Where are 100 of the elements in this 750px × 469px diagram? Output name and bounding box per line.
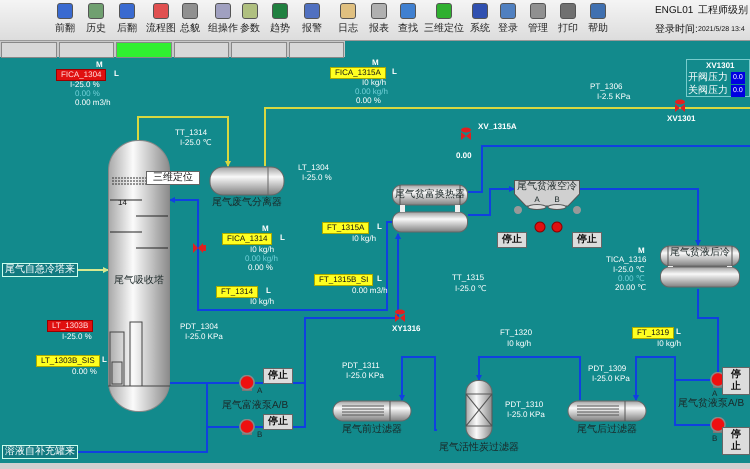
stop-button: 停止 xyxy=(497,232,527,248)
value-text: L xyxy=(377,222,382,232)
value-text: L xyxy=(280,233,285,243)
value-text: I-25.0 ℃ xyxy=(180,138,212,148)
value-text: I0 kg/h xyxy=(657,339,682,349)
equipment-label: 尾气吸收塔 xyxy=(113,275,165,287)
stop-button: 停止 xyxy=(722,367,750,395)
value-text: PDT_1311 xyxy=(342,361,380,371)
tag-label: FICA_1314 xyxy=(222,233,272,245)
alarm-tag-label: LT_1303B xyxy=(47,320,94,332)
value-text: 0.00 kg/h xyxy=(245,254,278,264)
air-cooler xyxy=(514,180,580,210)
equipment-label: 尾气贫液泵A/B xyxy=(678,398,744,410)
header-text: ENGL01 xyxy=(655,5,694,17)
stop-button: 停止 xyxy=(263,368,293,384)
value-text: M xyxy=(96,60,103,70)
pipe-line xyxy=(697,289,719,372)
value-text: 14 xyxy=(118,198,127,208)
value-text: I-2.5 KPa xyxy=(597,92,630,102)
pump-letter: B xyxy=(712,434,718,443)
tag-label: FT_1315B_SI xyxy=(314,274,374,286)
value-text: 0.00 m3/h xyxy=(352,286,388,296)
value-text: XV_1315A xyxy=(478,122,517,132)
value-text: M xyxy=(372,58,379,68)
value-text: 0.00 % xyxy=(248,263,273,273)
value-text: XY1316 xyxy=(392,324,420,334)
equipment-label: 尾气贫液后冷 xyxy=(669,247,731,259)
pipe-line xyxy=(169,197,392,311)
value-text: I-25.0 KPa xyxy=(592,374,630,384)
toolbar-button: 系统 xyxy=(470,3,490,37)
value-text: TT_1314 xyxy=(175,128,208,138)
toolbar-button: 参数 xyxy=(240,3,260,37)
toolbar-button: 报表 xyxy=(369,3,389,37)
equipment-label: 尾气富液泵A/B xyxy=(222,400,288,412)
value-text: PDT_1310 xyxy=(505,400,544,410)
equipment-label: B xyxy=(553,194,561,206)
panel-label: 关阀压力 xyxy=(688,85,728,97)
pipe-line xyxy=(399,356,437,431)
alarm-tag-label: FICA_1304 xyxy=(56,69,106,81)
pipe-line xyxy=(468,145,750,193)
stop-button: 停止 xyxy=(263,414,293,430)
value-text: PDT_1309 xyxy=(588,364,626,374)
value-text: 0.00 ℃ xyxy=(618,274,645,284)
toolbar-button: 组操作 xyxy=(208,3,238,37)
value-text: 20.00 ℃ xyxy=(615,283,646,293)
pump xyxy=(239,375,255,391)
toolbar-button: 报警 xyxy=(302,3,322,37)
stop-button: 停止 xyxy=(722,427,750,455)
value-text: 0.00 % xyxy=(75,89,100,99)
equipment-label: 尾气后过滤器 xyxy=(576,424,638,436)
value-text: L xyxy=(392,67,397,77)
equipment-label: 尾气废气分离器 xyxy=(211,197,283,209)
tag-label: LT_1303B_SIS xyxy=(36,355,100,367)
header-text: 登录时间: xyxy=(655,24,698,36)
header-text: 工程师级别 xyxy=(698,5,748,17)
value-text: 0.00 m3/h xyxy=(75,98,111,108)
pipe-line xyxy=(78,426,239,453)
filter-vessel xyxy=(565,400,649,436)
equipment-label: 尾气前过滤器 xyxy=(341,424,403,436)
toolbar-button: 日志 xyxy=(338,3,358,37)
toolbar-button: 流程图 xyxy=(146,3,176,37)
value-text: I-25.0 % xyxy=(62,332,92,342)
tag-label: FT_1315A xyxy=(322,222,370,234)
equipment-label: A xyxy=(533,194,541,206)
value-text: 0.00 xyxy=(456,151,472,161)
pipe-line xyxy=(255,233,401,428)
equipment-label: 溶液自补充罐来 xyxy=(4,446,76,458)
equipment-label: 尾气活性炭过滤器 xyxy=(438,442,520,454)
pipe-line xyxy=(580,188,701,246)
value-text: 0.00 % xyxy=(72,367,97,377)
value-text: PDT_1304 xyxy=(180,322,218,332)
toolbar-button: 打印 xyxy=(558,3,578,37)
toolbar-button: 历史 xyxy=(86,3,106,37)
value-text: I0 kg/h xyxy=(250,245,274,255)
value-text: I0 kg/h xyxy=(507,339,532,349)
toolbar-button: 总貌 xyxy=(180,3,200,37)
value-text: L xyxy=(102,355,107,365)
tag-label: FT_1319 xyxy=(632,327,674,339)
value-text: L xyxy=(377,274,382,284)
pump-letter: A xyxy=(712,389,718,398)
value-text: L xyxy=(114,69,119,79)
filter-vessel xyxy=(330,400,414,436)
value-text: L xyxy=(676,327,681,337)
value-text: XV1301 xyxy=(706,61,734,71)
value-text: TICA_1316 xyxy=(606,255,646,265)
tag-label: FICA_1315A xyxy=(330,67,386,79)
stop-button: 停止 xyxy=(572,232,602,248)
value-text: I-25.0 KPa xyxy=(185,332,223,342)
locate-label: 三维定位 xyxy=(146,171,200,185)
heat-exchanger xyxy=(660,245,740,289)
panel-label: 开阀压力 xyxy=(688,72,728,84)
value-text: LT_1304 xyxy=(298,163,329,173)
value-text: I-25.0 ℃ xyxy=(613,265,645,275)
value-text: I-25.0 ℃ xyxy=(455,284,487,294)
toolbar-button: 趋势 xyxy=(270,3,290,37)
pipe-line xyxy=(476,356,581,400)
value-text: M xyxy=(262,224,269,234)
pipe-line xyxy=(137,116,231,167)
value-text: I0 kg/h xyxy=(250,297,274,307)
value-text: I-25.0 KPa xyxy=(507,410,545,420)
